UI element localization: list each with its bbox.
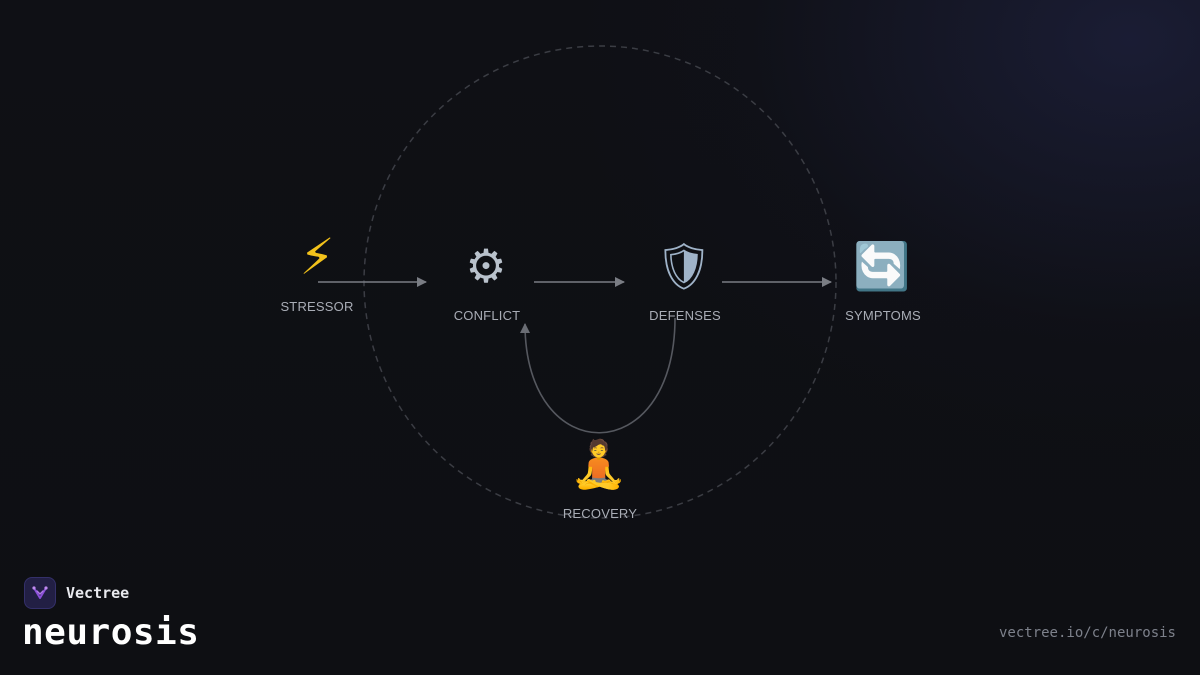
shield-icon: 🛡 [654, 239, 714, 293]
node-label-stressor: STRESSOR [280, 299, 354, 314]
brand-name: Vectree [66, 584, 130, 602]
meditating-person-icon: 🧘 [570, 437, 628, 491]
topic-title: neurosis [22, 612, 200, 653]
cycle-arrows-icon: 🔄 [853, 239, 911, 293]
gear-icon: ⚙ [465, 239, 507, 293]
vectree-logo-icon [24, 577, 56, 609]
edge-recovery-loop [520, 317, 676, 434]
vectree-logo-mark [32, 586, 48, 599]
node-label-recovery: RECOVERY [562, 506, 638, 521]
site-url[interactable]: vectree.io/c/neurosis [998, 625, 1176, 641]
brand: Vectree [24, 577, 129, 609]
node-label-symptoms: SYMPTOMS [845, 308, 921, 323]
lightning-bolt-icon: ⚡ [299, 228, 335, 286]
node-label-defenses: DEFENSES [649, 308, 721, 323]
node-label-conflict: CONFLICT [453, 308, 521, 323]
